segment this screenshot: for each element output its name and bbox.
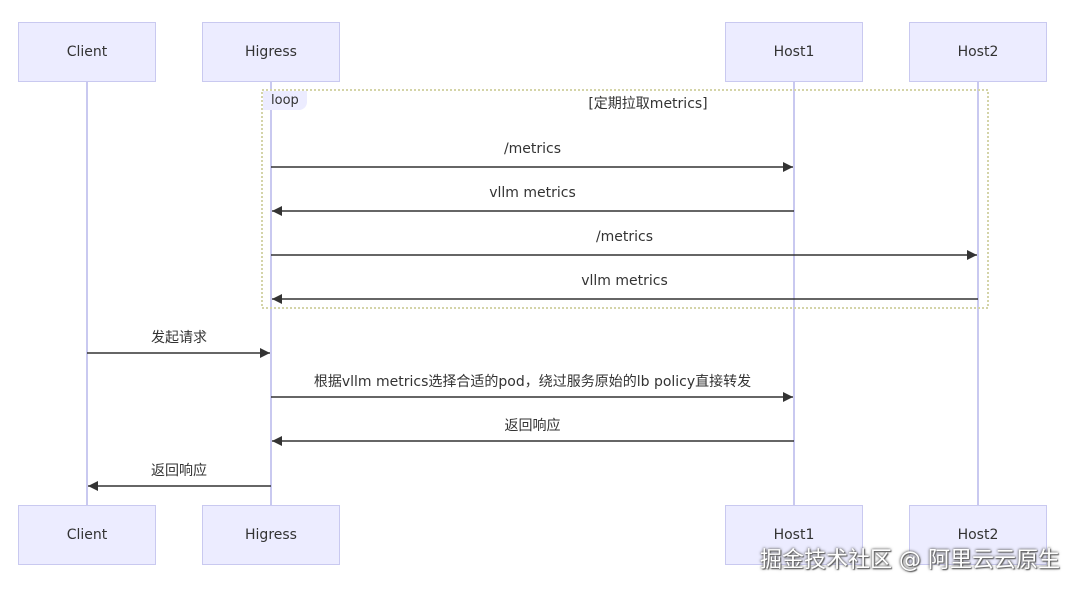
watermark: 掘金技术社区 @ 阿里云云原生 — [760, 548, 1060, 573]
message-label-7: 返回响应 — [504, 418, 561, 434]
actor-client-top: Client — [18, 22, 156, 82]
actor-host2-top: Host2 — [909, 22, 1047, 82]
message-label-3: /metrics — [595, 229, 654, 245]
message-label-2: vllm metrics — [489, 185, 576, 201]
message-label-4: vllm metrics — [581, 273, 668, 289]
actor-host2-bottom: Host2 — [909, 505, 1047, 565]
loop-condition: [定期拉取metrics] — [588, 96, 708, 112]
loop-label: loop — [263, 91, 307, 110]
message-label-6: 根据vllm metrics选择合适的pod，绕过服务原始的lb policy直… — [313, 374, 752, 390]
message-label-1: /metrics — [503, 141, 562, 157]
message-label-8: 返回响应 — [151, 463, 207, 479]
actor-client-bottom: Client — [18, 505, 156, 565]
actor-host1-bottom: Host1 — [725, 505, 863, 565]
actor-host1-top: Host1 — [725, 22, 863, 82]
actor-higress-bottom: Higress — [202, 505, 340, 565]
message-label-5: 发起请求 — [151, 330, 207, 346]
actor-higress-top: Higress — [202, 22, 340, 82]
